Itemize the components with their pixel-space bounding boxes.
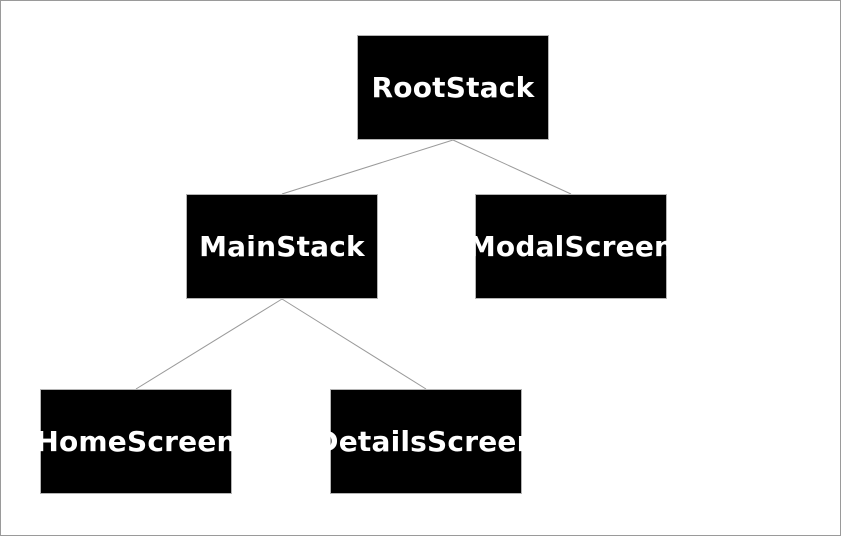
edge-mainstack-to-homescreen [135, 298, 283, 390]
node-label-mainstack: MainStack [199, 229, 365, 263]
edge-rootstack-to-mainstack [281, 139, 454, 195]
node-rootstack[interactable]: RootStack [357, 35, 549, 140]
node-modalscreen[interactable]: ModalScreen [468, 194, 674, 299]
node-label-homescreen: HomeScreen [35, 424, 237, 458]
node-detailsscreen[interactable]: DetailsScreen [315, 389, 537, 494]
node-label-detailsscreen: DetailsScreen [315, 424, 537, 458]
node-mainstack[interactable]: MainStack [186, 194, 378, 299]
node-label-modalscreen: ModalScreen [467, 229, 675, 263]
node-homescreen[interactable]: HomeScreen [35, 389, 236, 494]
node-label-rootstack: RootStack [371, 70, 535, 104]
edge-mainstack-to-detailsscreen [281, 298, 427, 390]
edge-rootstack-to-modalscreen [452, 139, 572, 195]
